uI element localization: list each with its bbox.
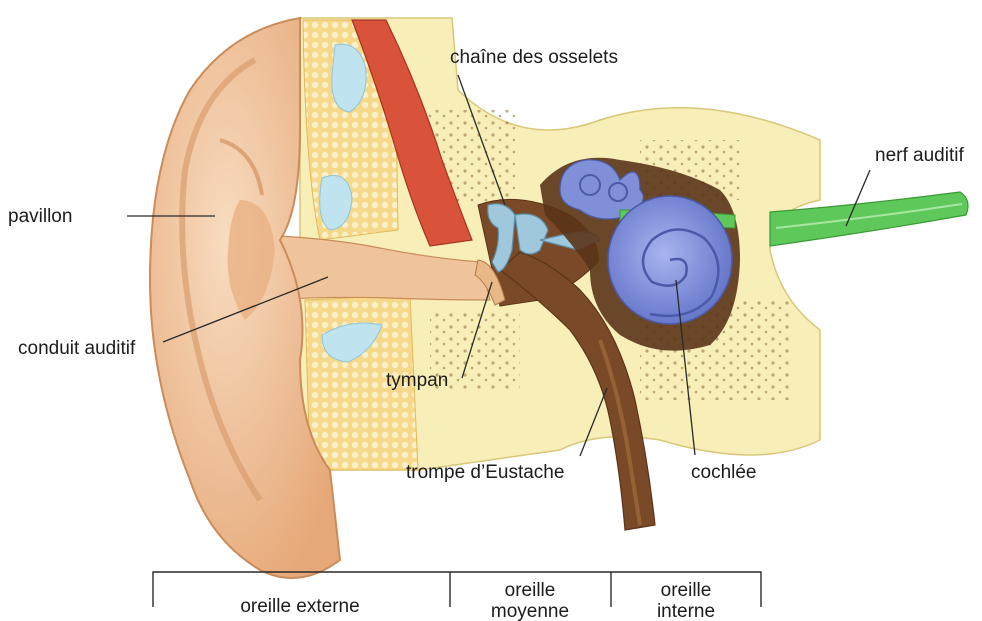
label-trompe-eustache: trompe d’Eustache: [406, 462, 564, 483]
section-oreille-externe: oreille externe: [240, 596, 359, 617]
section-oreille-interne-line1: oreille: [661, 580, 712, 601]
section-oreille-interne-line2: interne: [657, 601, 715, 621]
section-oreille-moyenne-line1: oreille: [505, 580, 556, 601]
label-conduit-auditif: conduit auditif: [18, 338, 136, 359]
label-cochlee: cochlée: [691, 462, 757, 483]
label-tympan: tympan: [386, 370, 448, 391]
label-nerf-auditif: nerf auditif: [875, 145, 964, 166]
section-oreille-moyenne-line2: moyenne: [491, 601, 569, 621]
label-chaine-osselets: chaîne des osselets: [450, 47, 618, 68]
label-pavillon: pavillon: [8, 206, 72, 227]
